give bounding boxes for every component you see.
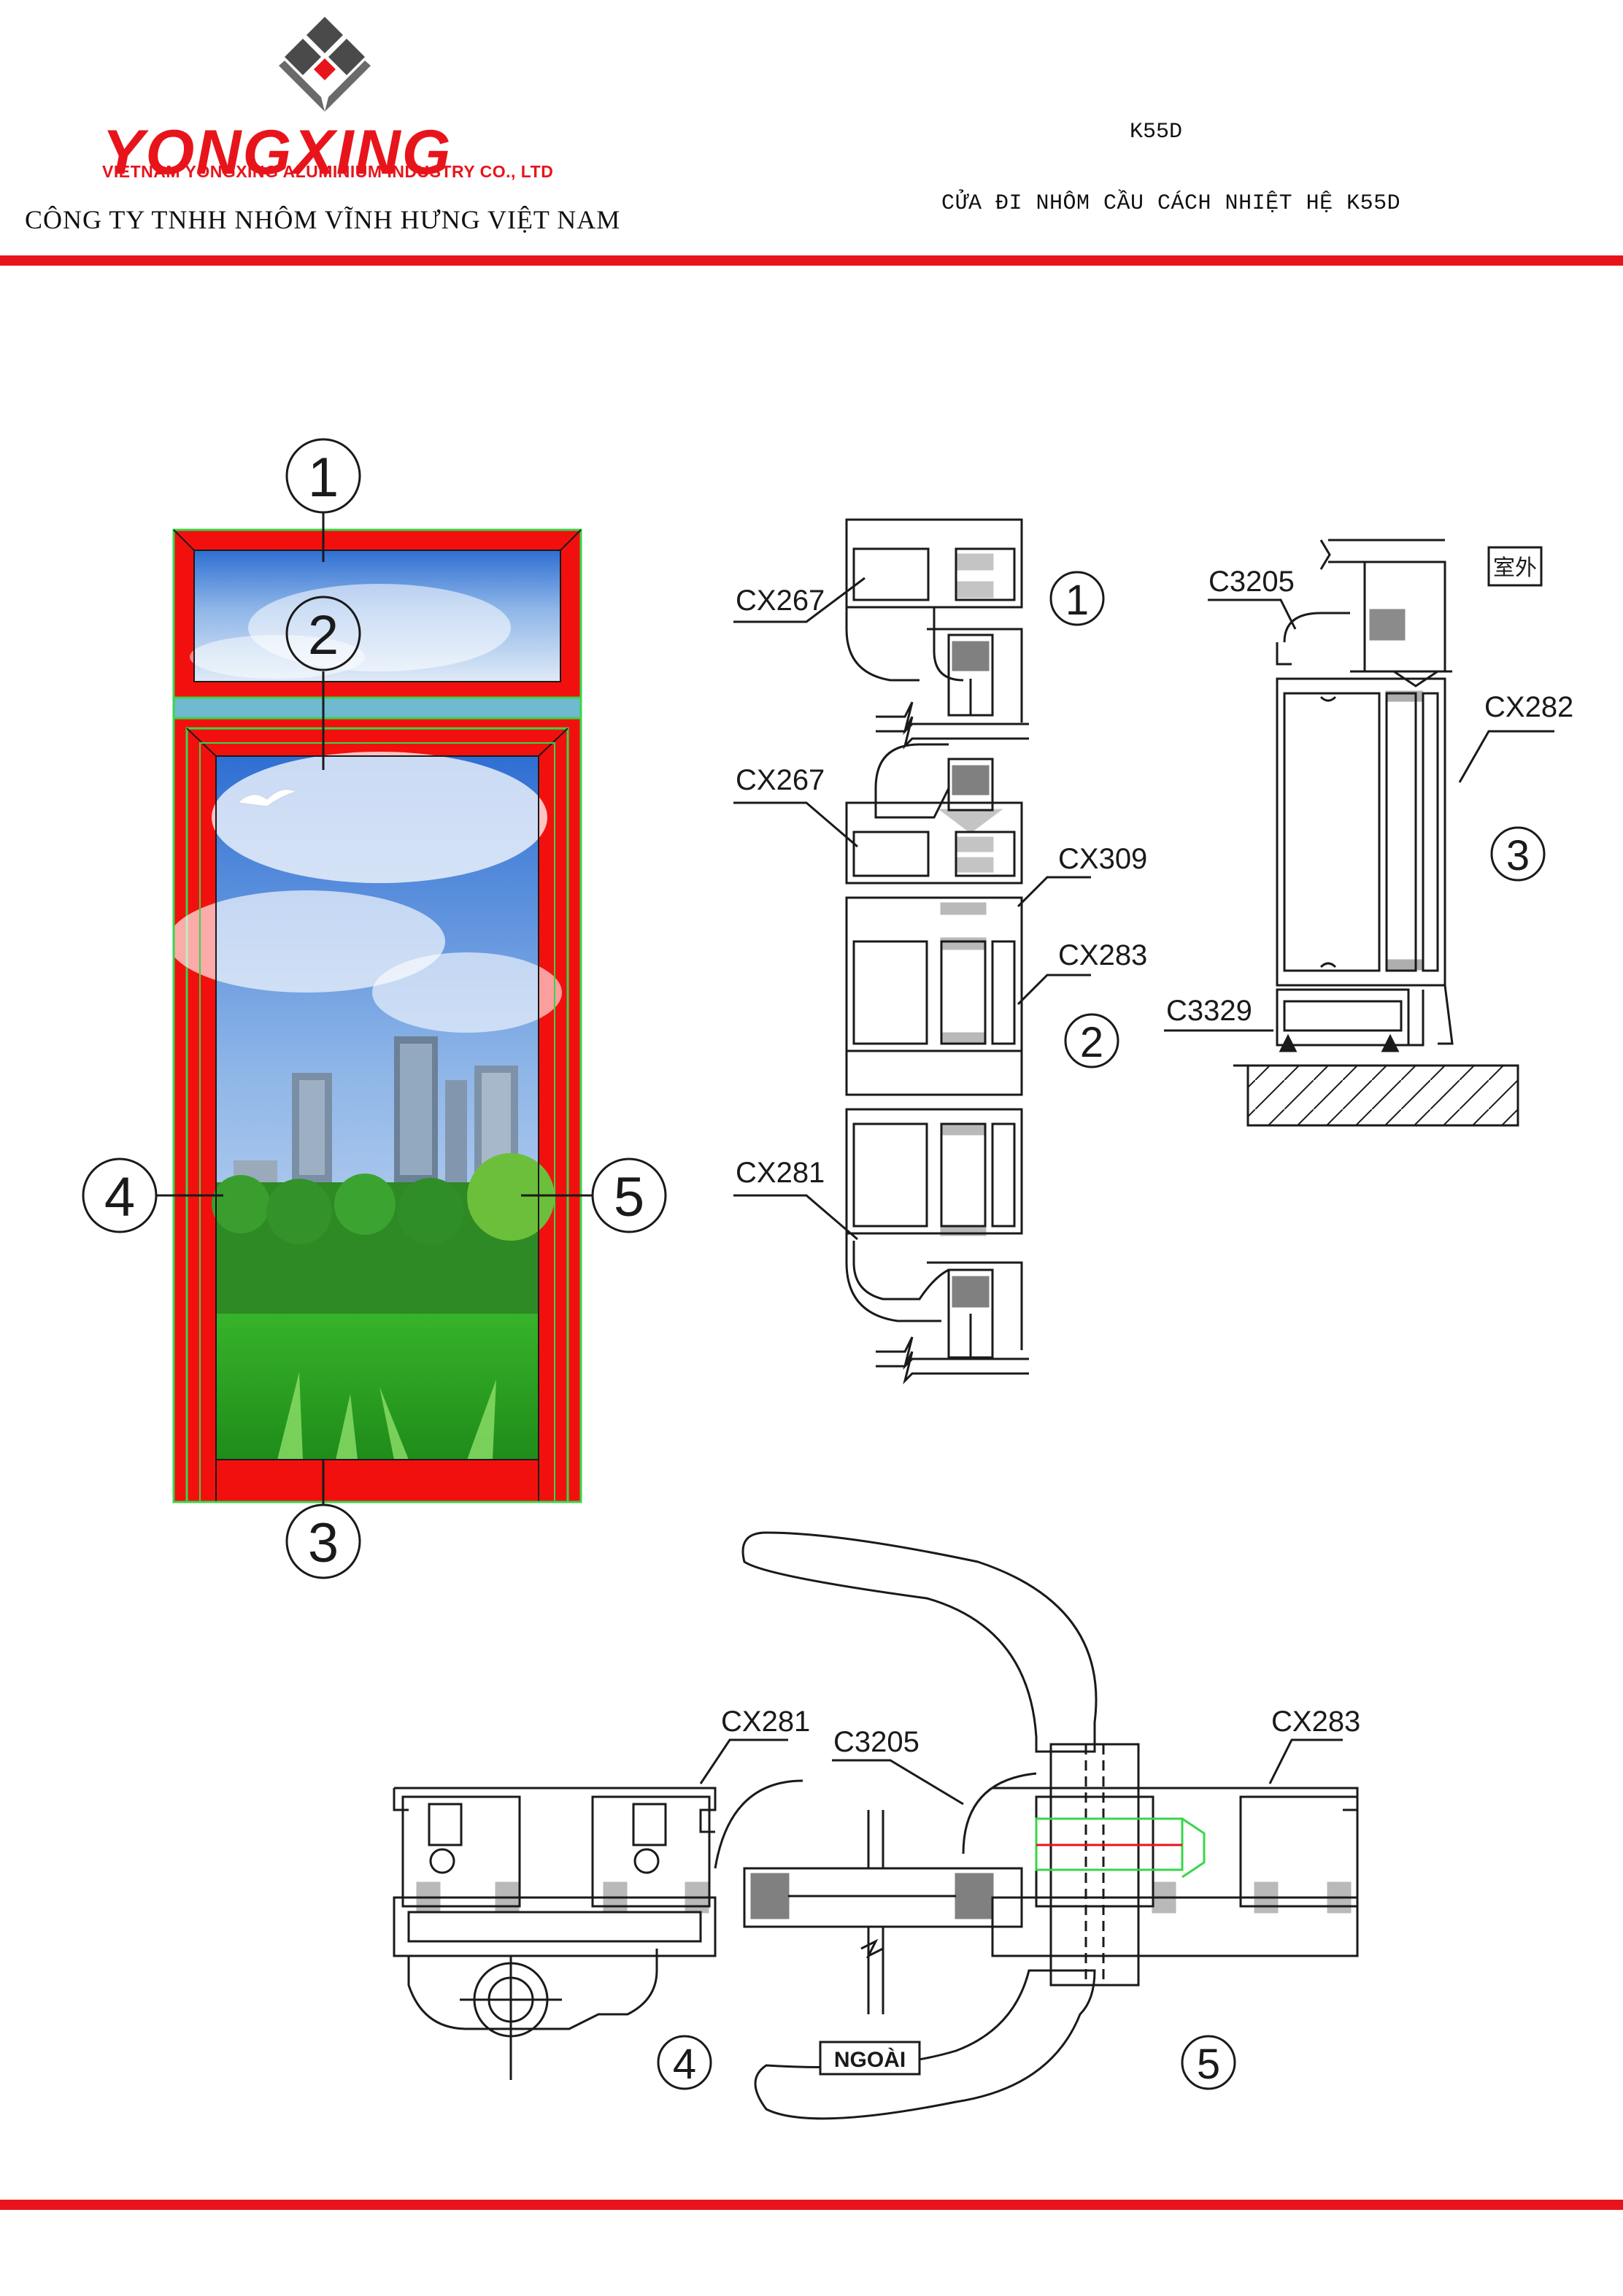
section-callout-1-label: 1 (1065, 577, 1089, 624)
label-c3329: C3329 (1166, 995, 1252, 1027)
section-callout-1: 1 (1049, 571, 1105, 626)
elevation-callout-4: 4 (82, 1157, 158, 1233)
elevation-callout-5: 5 (591, 1157, 667, 1233)
sill-section (1164, 539, 1554, 1127)
vertical-section (733, 518, 1091, 1384)
label-c3205-horizontal: C3205 (833, 1726, 920, 1758)
section-callout-3: 3 (1490, 826, 1546, 882)
elevation-callout-3: 3 (285, 1503, 361, 1579)
elevation-callout-1-label: 1 (308, 447, 339, 509)
outside-tag: NGOÀI (819, 2041, 921, 2076)
section-callout-3-label: 3 (1506, 832, 1530, 879)
elevation-callout-3-label: 3 (308, 1512, 339, 1574)
section-callout-4: 4 (657, 2035, 712, 2090)
sill-side-tag: 室外 (1487, 546, 1543, 587)
elevation-callout-1: 1 (285, 438, 361, 514)
header-divider (0, 255, 1623, 266)
yongxing-logo-icon (279, 17, 371, 112)
brand-name: YONGXING (102, 118, 452, 188)
section-callout-5-label: 5 (1197, 2041, 1220, 2088)
door-elevation (156, 511, 593, 1505)
footer-divider (0, 2200, 1623, 2210)
label-cx281-vertical: CX281 (736, 1157, 825, 1189)
label-cx282: CX282 (1484, 691, 1573, 723)
company-name: CÔNG TY TNHH NHÔM VĨNH HƯNG VIỆT NAM (25, 205, 621, 234)
label-cx267-transom: CX267 (736, 764, 825, 796)
drawing-code: K55D (1130, 120, 1183, 145)
elevation-callout-5-label: 5 (614, 1166, 644, 1228)
label-cx283: CX283 (1058, 939, 1147, 971)
label-cx281-horizontal: CX281 (721, 1706, 810, 1738)
label-cx267-top: CX267 (736, 585, 825, 617)
outside-tag-label: NGOÀI (834, 2047, 906, 2072)
section-callout-2-label: 2 (1080, 1019, 1103, 1066)
label-cx309: CX309 (1058, 843, 1147, 875)
brand-subtitle: VIETNAM YONGXING ALUMINIUM INDUSTRY CO.,… (102, 162, 554, 181)
section-callout-2: 2 (1064, 1013, 1119, 1068)
section-callout-4-label: 4 (673, 2041, 696, 2088)
section-callout-5: 5 (1181, 2035, 1236, 2090)
label-cx283-horizontal: CX283 (1271, 1706, 1360, 1738)
elevation-callout-2: 2 (285, 596, 361, 671)
label-c3205-sill: C3205 (1208, 566, 1295, 598)
elevation-callout-2-label: 2 (308, 604, 339, 666)
drawing-title: CỬA ĐI NHÔM CẦU CÁCH NHIỆT HỆ K55D (941, 191, 1401, 216)
sill-side-tag-label: 室外 (1493, 556, 1537, 580)
elevation-callout-4-label: 4 (104, 1166, 135, 1228)
horizontal-section (393, 1531, 1359, 2120)
